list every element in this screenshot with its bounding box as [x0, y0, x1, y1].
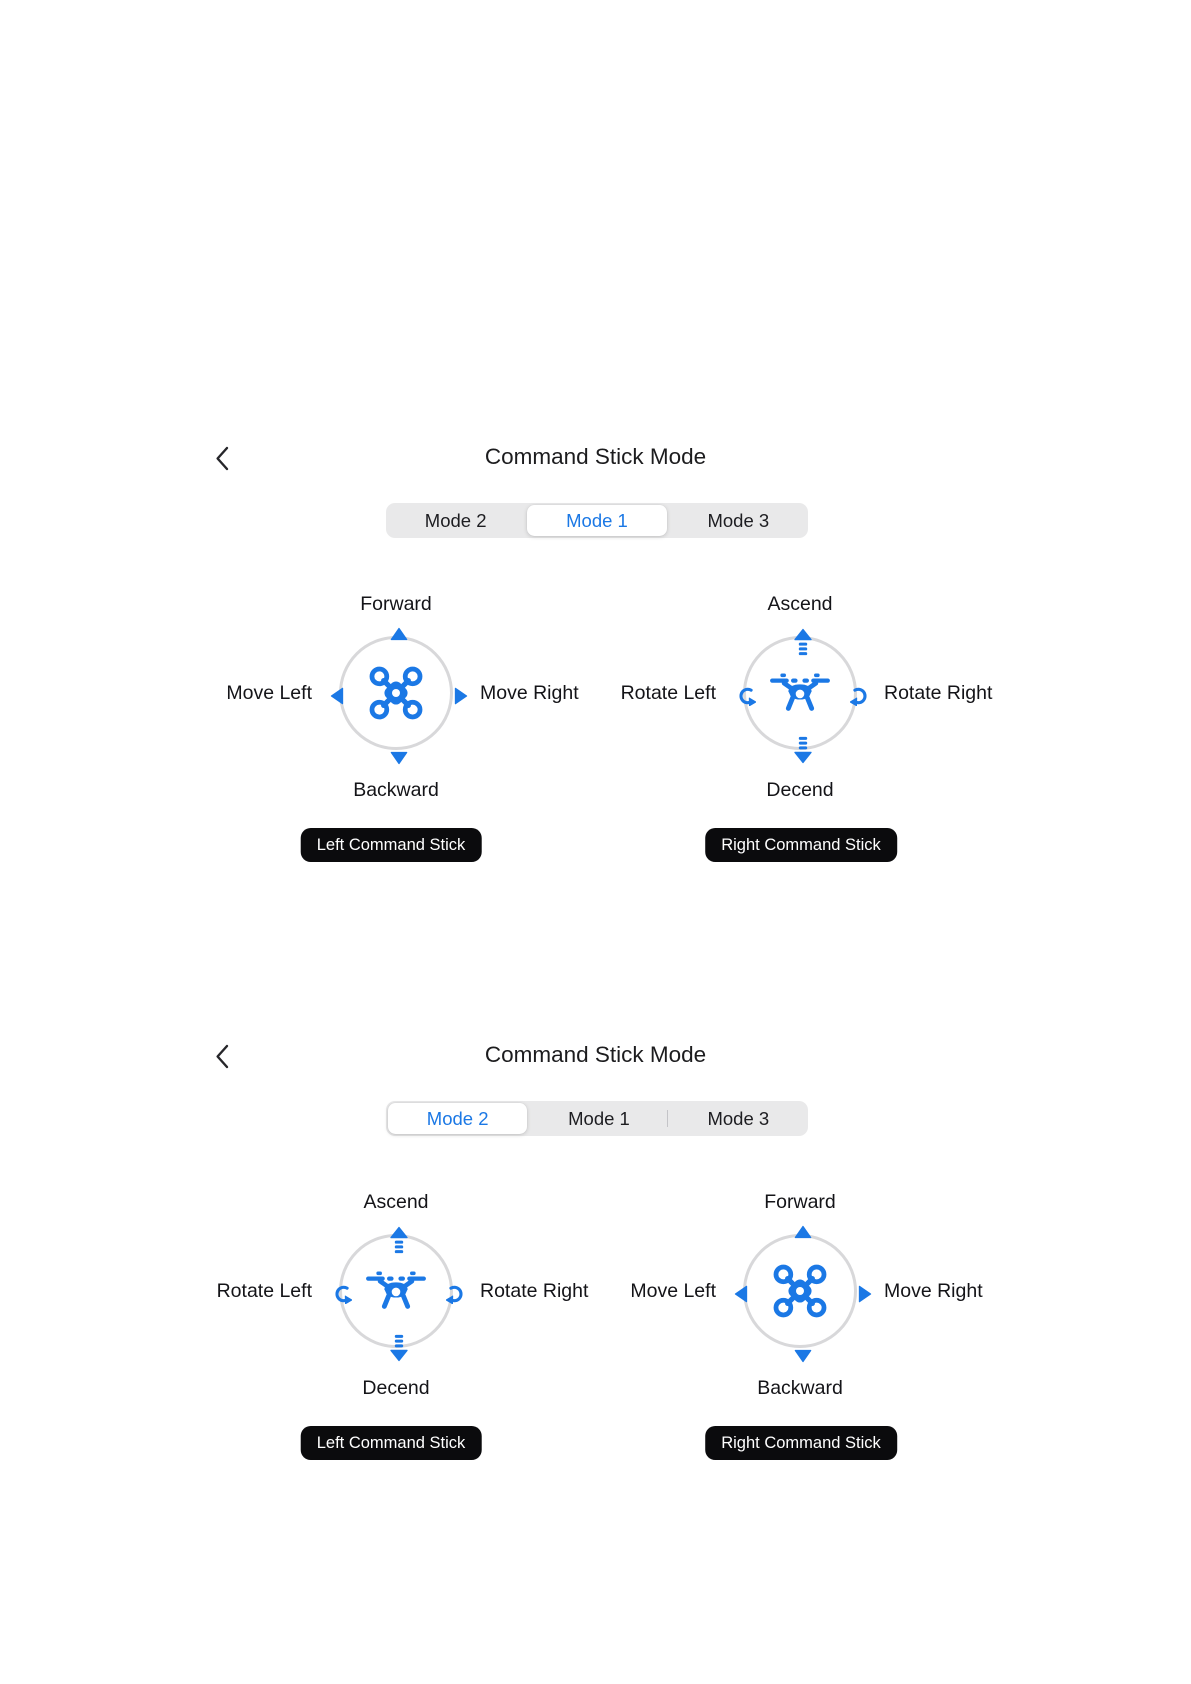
- rotate-ccw-arrow-icon: [332, 1284, 352, 1304]
- descend-arrow-icon: [390, 1333, 409, 1362]
- panel-mode-2: Command Stick Mode Mode 2 Mode 1 Mode 3 …: [0, 1038, 1191, 1483]
- label-forward: Forward: [764, 1191, 836, 1213]
- arrow-right-icon: [859, 1286, 872, 1303]
- panel-mode-1: Command Stick Mode Mode 2 Mode 1 Mode 3 …: [0, 440, 1191, 885]
- tab-mode-1[interactable]: Mode 1: [568, 1107, 630, 1129]
- label-move-left: Move Left: [226, 682, 312, 704]
- label-rotate-left: Rotate Left: [216, 1280, 312, 1302]
- left-command-stick-button[interactable]: Left Command Stick: [300, 828, 482, 862]
- arrow-left-icon: [735, 1286, 748, 1303]
- drone-front-view-icon: [769, 672, 831, 715]
- drone-top-view-icon: [368, 665, 425, 722]
- drone-front-view-icon: [365, 1270, 427, 1313]
- label-move-right: Move Right: [480, 682, 579, 704]
- arrow-left-icon: [331, 688, 344, 705]
- tab-mode-2[interactable]: Mode 2: [424, 509, 487, 531]
- right-stick-diagram: [743, 1234, 857, 1348]
- descend-arrow-icon: [794, 735, 813, 764]
- label-decend: Decend: [362, 1377, 430, 1399]
- label-ascend: Ascend: [363, 1191, 429, 1213]
- ascend-arrow-icon: [390, 1227, 409, 1256]
- right-command-stick-button[interactable]: Right Command Stick: [705, 1426, 897, 1460]
- label-backward: Backward: [757, 1377, 843, 1399]
- label-ascend: Ascend: [767, 593, 833, 615]
- left-stick-diagram: [339, 1234, 453, 1348]
- tab-mode-2-selected[interactable]: Mode 2: [388, 1103, 528, 1134]
- label-rotate-left: Rotate Left: [620, 682, 716, 704]
- label-move-left: Move Left: [630, 1280, 716, 1302]
- tab-mode-3[interactable]: Mode 3: [707, 509, 770, 531]
- label-move-right: Move Right: [884, 1280, 983, 1302]
- label-rotate-right: Rotate Right: [884, 682, 993, 704]
- page-title: Command Stick Mode: [484, 1042, 707, 1067]
- segment-divider: [667, 1110, 668, 1127]
- left-command-stick-button[interactable]: Left Command Stick: [300, 1426, 482, 1460]
- arrow-down-icon: [795, 1350, 812, 1363]
- left-stick-diagram: [339, 636, 453, 750]
- page-title: Command Stick Mode: [484, 444, 707, 469]
- label-forward: Forward: [360, 593, 432, 615]
- label-backward: Backward: [353, 779, 439, 801]
- mode-segmented-control: Mode 2 Mode 1 Mode 3: [386, 503, 808, 538]
- arrow-up-icon: [795, 1226, 812, 1239]
- rotate-cw-arrow-icon: [446, 1284, 466, 1304]
- arrow-up-icon: [391, 628, 408, 641]
- arrow-down-icon: [391, 752, 408, 765]
- tab-mode-3[interactable]: Mode 3: [707, 1107, 770, 1129]
- right-command-stick-button[interactable]: Right Command Stick: [705, 828, 897, 862]
- tab-mode-1-selected[interactable]: Mode 1: [527, 505, 667, 536]
- mode-segmented-control: Mode 2 Mode 1 Mode 3: [386, 1101, 808, 1136]
- label-rotate-right: Rotate Right: [480, 1280, 589, 1302]
- drone-top-view-icon: [772, 1263, 829, 1320]
- rotate-cw-arrow-icon: [850, 686, 870, 706]
- ascend-arrow-icon: [794, 629, 813, 658]
- right-stick-diagram: [743, 636, 857, 750]
- rotate-ccw-arrow-icon: [736, 686, 756, 706]
- arrow-right-icon: [455, 688, 468, 705]
- label-decend: Decend: [766, 779, 834, 801]
